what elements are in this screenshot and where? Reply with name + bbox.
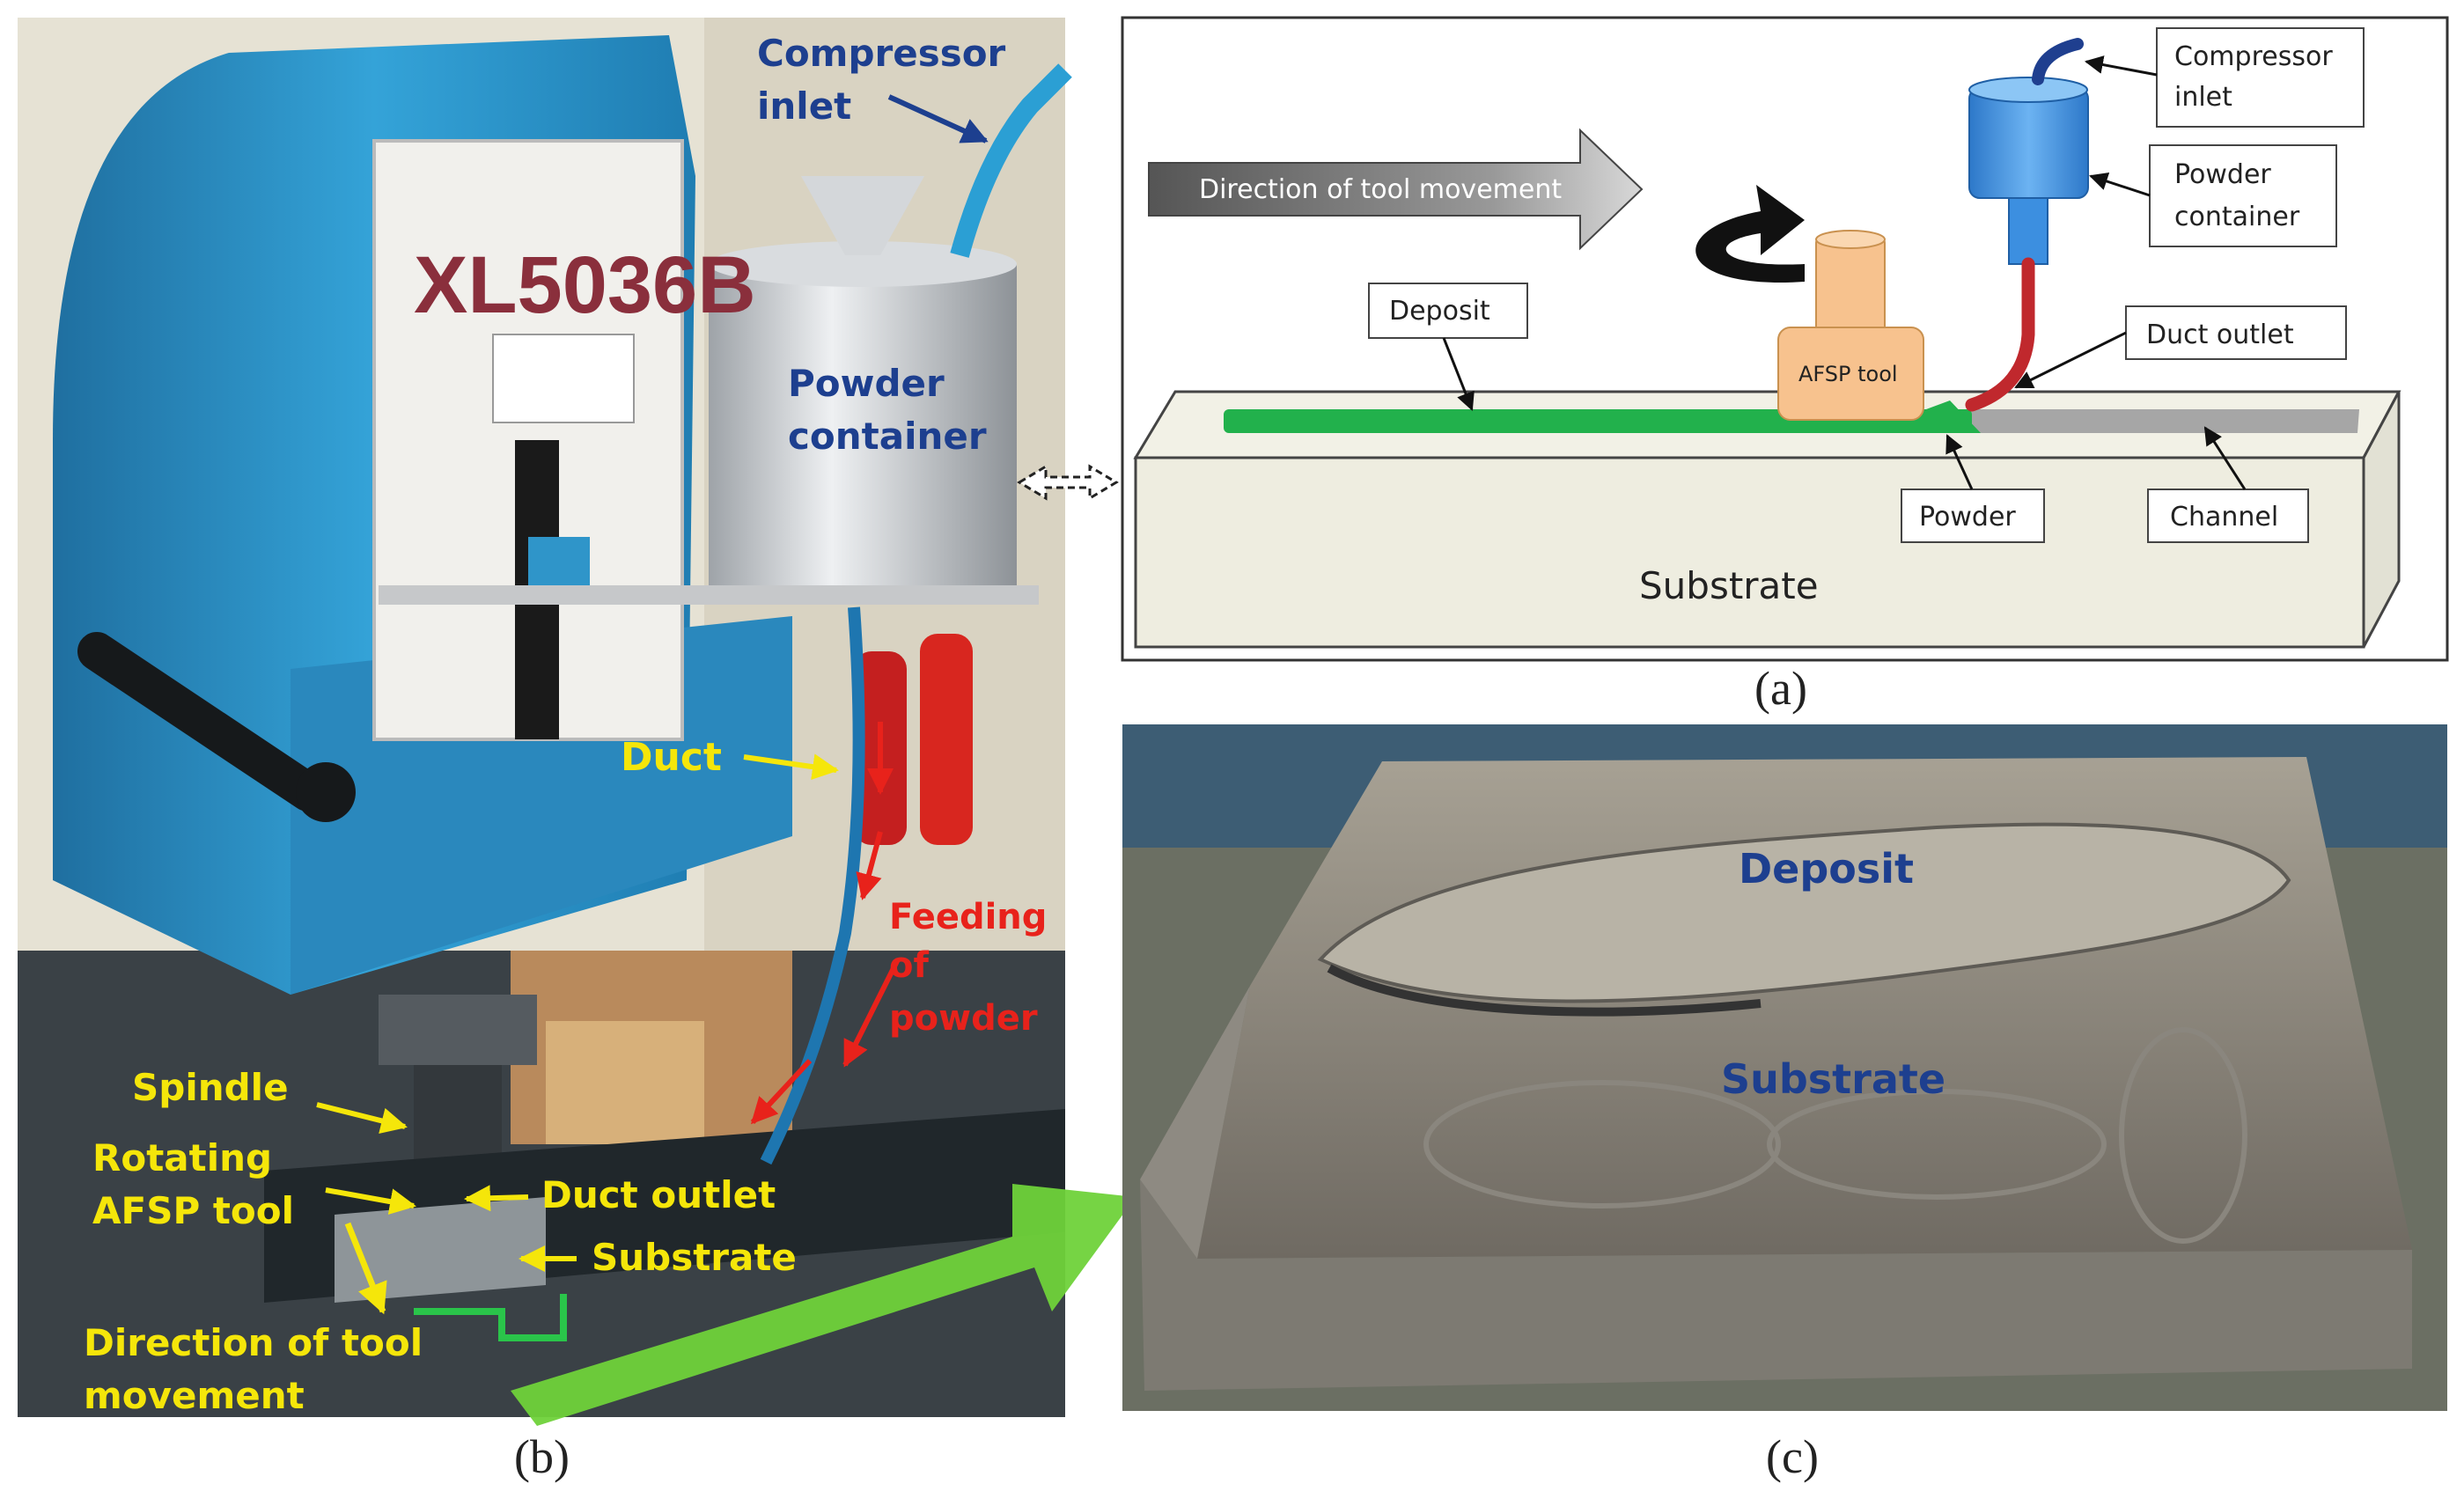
a-powder-container: [1968, 87, 2089, 199]
b-feeding-of-powder-label: Feeding of powder: [889, 897, 1047, 1039]
a-powder-container-top: [1968, 77, 2088, 103]
svg-text:Compressor: Compressor: [757, 32, 1006, 75]
a-direction-arrow-text: Direction of tool movement: [1199, 174, 1562, 205]
a-callout-deposit: Deposit: [1368, 283, 1528, 411]
b-duct-arrow: [743, 753, 839, 781]
panel-b-photo: [18, 18, 1072, 1417]
a-b-dashed-connector: [1017, 464, 1119, 501]
a-powder-pile: [1862, 400, 1981, 433]
b-spindle-label: Spindle: [132, 1066, 289, 1109]
svg-text:inlet: inlet: [2174, 82, 2232, 113]
machine-model-label: XL5036B: [414, 240, 756, 330]
a-callout-powder-container: Powder container: [2089, 144, 2337, 247]
svg-text:container: container: [788, 415, 987, 458]
svg-text:Rotating: Rotating: [92, 1136, 272, 1179]
caption-c: (c): [1766, 1430, 1819, 1483]
svg-text:Channel: Channel: [2170, 502, 2278, 533]
c-deposit-label: Deposit: [1739, 845, 1914, 893]
b-duct-outlet-label: Duct outlet: [541, 1173, 776, 1216]
svg-text:inlet: inlet: [757, 84, 851, 128]
b-to-c-connector-arrow: [511, 1184, 1136, 1426]
svg-text:Feeding: Feeding: [889, 897, 1047, 937]
panel-c-photo: [1122, 724, 2447, 1411]
a-callout-channel: Channel: [2147, 426, 2309, 543]
svg-text:Duct outlet: Duct outlet: [2146, 320, 2294, 350]
a-tool-shank: [1815, 237, 1886, 335]
svg-text:Direction of tool: Direction of tool: [84, 1321, 423, 1364]
a-callout-compressor-inlet: Compressor inlet: [2084, 27, 2365, 128]
svg-text:Powder: Powder: [788, 362, 945, 405]
b-spindle-arrow: [316, 1102, 408, 1135]
b-powder-container-label: Powder container: [788, 362, 987, 458]
b-duct-outlet-arrow: [464, 1185, 529, 1212]
b-feeding-arrows: [750, 722, 901, 1125]
a-substrate-front-face: [1134, 456, 2365, 649]
c-substrate-label: Substrate: [1721, 1055, 1945, 1103]
svg-text:container: container: [2174, 202, 2300, 232]
rotation-arrow-icon: [1695, 185, 1805, 283]
b-rotating-tool-arrow: [325, 1187, 416, 1215]
svg-text:movement: movement: [84, 1374, 305, 1417]
svg-text:AFSP tool: AFSP tool: [92, 1189, 294, 1232]
a-direction-arrow: [1148, 128, 1644, 251]
a-callout-powder: Powder: [1901, 434, 2045, 543]
b-direction-label: Direction of tool movement: [84, 1321, 423, 1417]
a-tool-text: AFSP tool: [1798, 362, 1898, 386]
svg-text:Compressor: Compressor: [2174, 41, 2333, 72]
caption-a: (a): [1754, 662, 1807, 715]
a-tool-shoulder: [1777, 327, 1924, 421]
a-compressor-hose: [2032, 38, 2084, 85]
b-rotating-tool-label: Rotating AFSP tool: [92, 1136, 294, 1232]
svg-text:powder: powder: [889, 998, 1038, 1039]
b-compressor-inlet-label: Compressor inlet: [757, 32, 1006, 128]
svg-text:Powder: Powder: [1919, 502, 2016, 533]
b-direction-arrow: [344, 1222, 387, 1315]
a-powder-container-neck: [2008, 197, 2048, 265]
svg-text:Powder: Powder: [2174, 159, 2271, 190]
a-tool-shank-top: [1815, 230, 1886, 249]
a-substrate-text: Substrate: [1639, 564, 1819, 607]
b-duct-label: Duct: [621, 735, 722, 780]
caption-b: (b): [514, 1430, 570, 1483]
b-substrate-label: Substrate: [592, 1236, 797, 1279]
b-compressor-arrow: [887, 94, 989, 143]
svg-text:Deposit: Deposit: [1389, 296, 1490, 327]
a-callout-duct-outlet: Duct outlet: [2014, 305, 2347, 389]
a-channel: [1959, 409, 2359, 433]
